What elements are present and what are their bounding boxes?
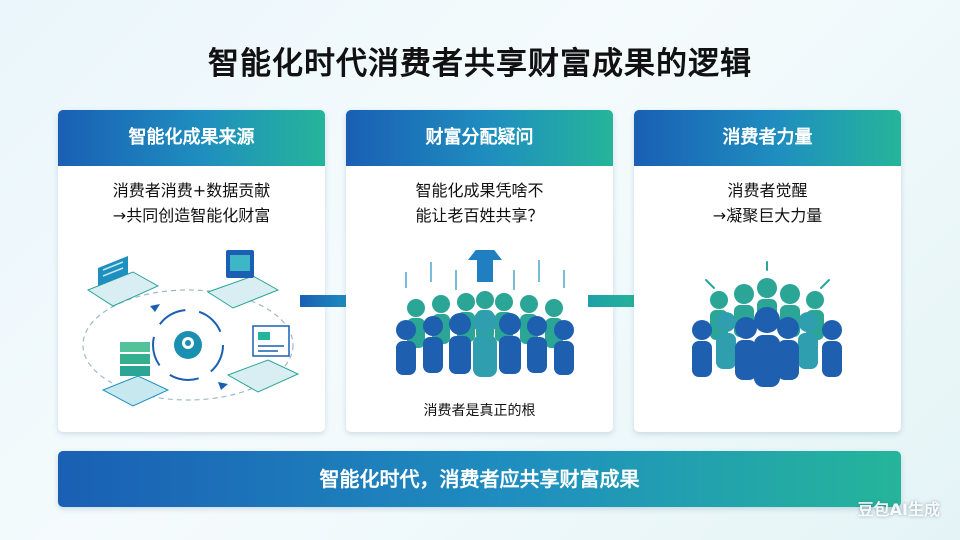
card-question: 财富分配疑问 智能化成果凭啥不 能让老百姓共享？ — [346, 110, 613, 432]
card-power-heading: 消费者力量 — [634, 110, 901, 166]
card-source-text: 消费者消费+数据贡献 →共同创造智能化财富 — [58, 178, 325, 228]
card-power: 消费者力量 消费者觉醒 →凝聚巨大力量 — [634, 110, 901, 432]
card-power-line-1: 消费者觉醒 — [727, 181, 808, 200]
card-question-heading: 财富分配疑问 — [346, 110, 613, 166]
card-power-text: 消费者觉醒 →凝聚巨大力量 — [634, 178, 901, 228]
card-question-text: 智能化成果凭啥不 能让老百姓共享？ — [346, 178, 613, 228]
card-question-caption: 消费者是真正的根 — [423, 403, 536, 419]
page-title: 智能化时代消费者共享财富成果的逻辑 — [208, 46, 752, 82]
conclusion-banner: 智能化时代，消费者应共享财富成果 — [58, 451, 901, 507]
crowd-icon — [692, 261, 842, 387]
card-question-line-1: 智能化成果凭啥不 — [415, 181, 544, 200]
data-network-icon — [82, 250, 300, 407]
card-source-heading: 智能化成果来源 — [58, 110, 325, 166]
crowd-with-up-arrow-icon — [396, 250, 574, 377]
watermark: 豆包AI生成 — [857, 500, 940, 519]
card-question-line-2: 能让老百姓共享？ — [415, 206, 544, 225]
card-power-line-2: →凝聚巨大力量 — [712, 206, 823, 225]
card-source-line-1: 消费者消费+数据贡献 — [112, 181, 271, 200]
card-source: 智能化成果来源 消费者消费+数据贡献 →共同创造智能化财富 — [58, 110, 325, 432]
card-source-line-2: →共同创造智能化财富 — [112, 206, 271, 225]
